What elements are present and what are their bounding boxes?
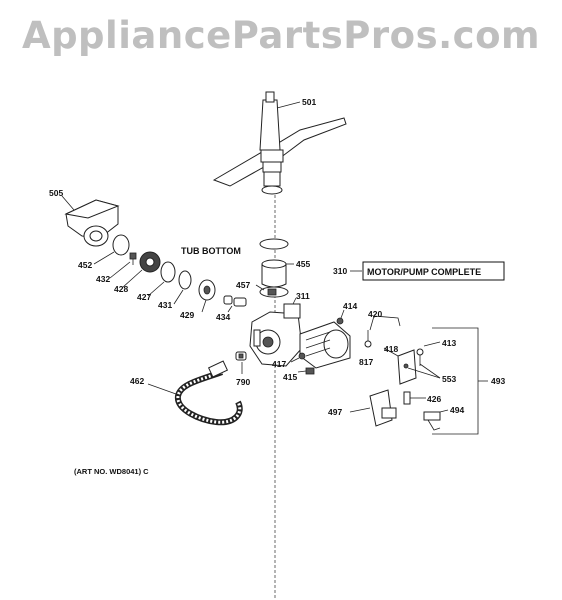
callout-452: 452 [78, 260, 92, 270]
screw-417-part[interactable] [298, 352, 306, 360]
callout-790: 790 [236, 377, 250, 387]
callout-817: 817 [359, 357, 373, 367]
leader-417 [290, 357, 300, 363]
leader-497 [349, 407, 371, 413]
pump-ring-part[interactable] [160, 261, 176, 283]
callout-455: 455 [296, 259, 310, 269]
callout-432: 432 [96, 274, 110, 284]
leader-457 [255, 284, 265, 291]
callout-497: 497 [328, 407, 342, 417]
bracket-420-part[interactable] [369, 315, 401, 331]
callout-311: 311 [296, 291, 310, 301]
leader-462 [147, 383, 177, 395]
leader-434 [227, 305, 233, 313]
seal-ring-part[interactable] [112, 234, 130, 256]
leader-494 [439, 409, 449, 413]
callout-418: 418 [384, 344, 398, 354]
callout-417: 417 [272, 359, 286, 369]
motor-pump-complete-label: MOTOR/PUMP COMPLETE [367, 267, 481, 277]
hose-clamp-part[interactable] [259, 286, 289, 298]
pump-housing-part[interactable] [249, 303, 303, 367]
leader-432 [109, 261, 131, 279]
leader-311 [292, 297, 297, 305]
art-number: (ART NO. WD8041) C [74, 467, 149, 476]
callout-426: 426 [427, 394, 441, 404]
connector-494-part[interactable] [423, 411, 441, 431]
screw-817-part[interactable] [364, 330, 372, 348]
plate-part[interactable] [178, 270, 192, 290]
leader-431 [173, 289, 184, 305]
switch-426-part[interactable] [403, 391, 411, 405]
filter-cylinder-part[interactable] [261, 259, 287, 288]
motor-part[interactable] [299, 321, 351, 369]
callout-494: 494 [450, 405, 464, 415]
leader-553-a [419, 363, 441, 379]
leader-414 [340, 309, 345, 319]
motor-pump-complete-box[interactable] [362, 261, 505, 281]
leader-418 [383, 347, 399, 357]
leader-553-b [407, 367, 441, 379]
callout-462: 462 [130, 376, 144, 386]
screw-part[interactable] [129, 252, 137, 265]
spray-arm-part[interactable] [212, 91, 347, 195]
callout-505: 505 [49, 188, 63, 198]
callout-415: 415 [283, 372, 297, 382]
callout-420: 420 [368, 309, 382, 319]
callout-429: 429 [180, 310, 194, 320]
leader-429 [201, 299, 207, 313]
callout-427: 427 [137, 292, 151, 302]
callout-493: 493 [491, 376, 505, 386]
clip-415-part[interactable] [305, 367, 315, 375]
leader-505 [61, 195, 75, 211]
leader-501 [276, 101, 301, 109]
bracket-418-part[interactable] [397, 349, 417, 385]
coupling-part[interactable] [223, 295, 247, 307]
tub-gasket-part[interactable] [259, 238, 289, 250]
drain-housing-part[interactable] [64, 199, 120, 247]
nut-414-part[interactable] [336, 317, 344, 325]
callout-428: 428 [114, 284, 128, 294]
screw-413-part[interactable] [416, 348, 424, 366]
callout-413: 413 [442, 338, 456, 348]
callout-553: 553 [442, 374, 456, 384]
cap-part[interactable] [198, 279, 216, 301]
tub-bottom-label: TUB BOTTOM [181, 246, 241, 256]
callout-310: 310 [333, 266, 347, 276]
leader-427 [147, 281, 165, 297]
callout-431: 431 [158, 300, 172, 310]
callout-434: 434 [216, 312, 230, 322]
leader-452 [93, 251, 115, 265]
callout-501: 501 [302, 97, 316, 107]
grommet-790-part[interactable] [235, 351, 247, 361]
callout-414: 414 [343, 301, 357, 311]
callout-457: 457 [236, 280, 250, 290]
leader-413 [423, 341, 441, 347]
leader-428 [121, 269, 143, 289]
leader-415 [297, 370, 307, 373]
impeller-part[interactable] [139, 251, 161, 273]
bracket-497-part[interactable] [369, 389, 397, 427]
watermark: AppliancePartsPros.com [21, 14, 541, 57]
drain-hose-part[interactable] [175, 360, 243, 426]
